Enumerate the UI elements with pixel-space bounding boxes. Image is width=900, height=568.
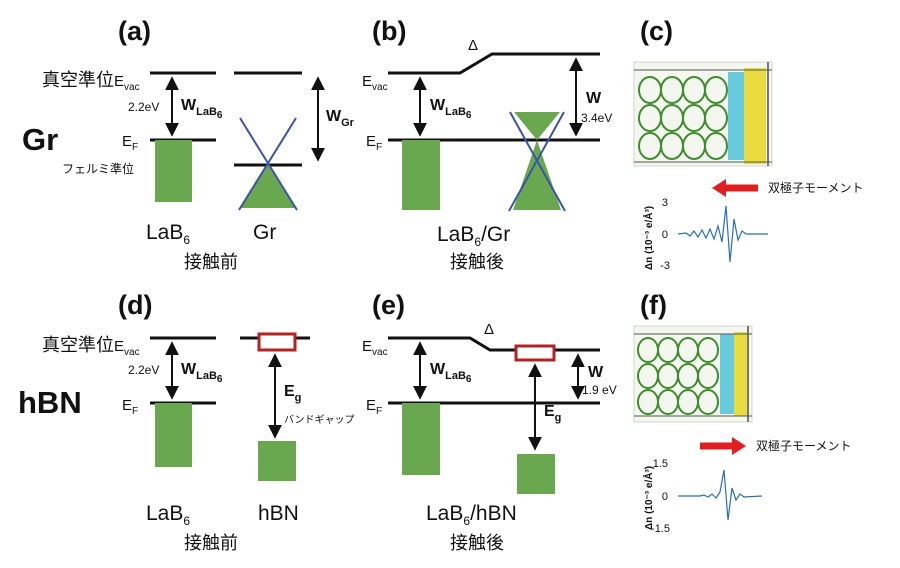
row-label-gr: Gr bbox=[22, 122, 58, 157]
fermi-level-text: フェルミ準位 bbox=[62, 161, 134, 176]
y-tick: -1.5 bbox=[651, 523, 670, 535]
panel-e: Δ Evac EF WLaB6 Eg W 1.9 eV LaB6/hBN 接触後 bbox=[362, 321, 617, 554]
e-f-symbol: EF bbox=[366, 133, 382, 153]
y-tick: 0 bbox=[662, 491, 668, 503]
panel-d: 真空準位 Evac EF 2.2eV WLaB6 Eg バンドギャップ LaB6… bbox=[42, 332, 355, 554]
gr-lower-cone bbox=[513, 140, 561, 210]
y-tick: 3 bbox=[662, 197, 668, 209]
gr-upper-cone bbox=[514, 112, 560, 140]
e-f-symbol: EF bbox=[122, 133, 138, 153]
lab6-band bbox=[402, 140, 440, 210]
panel-a: 真空準位 Evac EF フェルミ準位 2.2eV WLaB6 WGr LaB6… bbox=[42, 70, 355, 273]
panel-label-d: (d) bbox=[118, 290, 152, 320]
w-label: W bbox=[588, 364, 604, 381]
w-label: W bbox=[586, 90, 602, 107]
w-lab6-label: WLaB6 bbox=[430, 97, 472, 121]
eg-label: Eg bbox=[284, 383, 301, 404]
e-vac-symbol: Evac bbox=[114, 73, 140, 93]
dipole-moment-label: 双極子モーメント bbox=[756, 438, 852, 453]
row-label-hbn: hBN bbox=[18, 385, 82, 420]
gap-value: 2.2eV bbox=[128, 100, 159, 114]
gr-cone-line bbox=[238, 117, 297, 211]
material-lab6-gr: LaB6/Gr bbox=[437, 223, 510, 249]
after-contact-label: 接触後 bbox=[450, 252, 504, 273]
eg-label: Eg bbox=[544, 403, 561, 424]
dipole-arrow-head bbox=[732, 437, 746, 455]
lab6-lattice bbox=[637, 337, 719, 415]
before-contact-label: 接触前 bbox=[184, 252, 238, 273]
panel-label-e: (e) bbox=[372, 290, 405, 320]
e-vac-symbol: Evac bbox=[362, 73, 388, 93]
dipole-moment-label: 双極子モーメント bbox=[768, 180, 864, 195]
e-vac-symbol: Evac bbox=[362, 338, 388, 358]
material-lab6: LaB6 bbox=[146, 502, 190, 528]
e-f-symbol: EF bbox=[366, 397, 382, 417]
vacuum-level-line bbox=[388, 52, 600, 75]
hbn-valence-band bbox=[258, 441, 296, 481]
w-value: 3.4eV bbox=[581, 111, 612, 125]
gr-cone-line bbox=[508, 111, 565, 212]
hbn-conduction-band bbox=[257, 332, 297, 352]
e-f-symbol: EF bbox=[122, 397, 138, 417]
dipole-arrow-head bbox=[712, 179, 726, 197]
panel-c-structure bbox=[633, 61, 773, 167]
after-contact-label: 接触後 bbox=[450, 533, 504, 554]
charge-depletion bbox=[728, 72, 744, 160]
panel-c-plot: 3 0 -3 Δn (10⁻³ e/Å³) bbox=[642, 197, 768, 272]
hbn-valence-band bbox=[517, 454, 555, 494]
hbn-conduction-band bbox=[514, 344, 556, 362]
w-lab6-label: WLaB6 bbox=[430, 361, 472, 385]
lab6-band bbox=[155, 403, 192, 467]
lab6-band bbox=[402, 403, 440, 475]
w-gr-label: WGr bbox=[326, 108, 355, 129]
e-vac-symbol: Evac bbox=[114, 338, 140, 358]
gap-value: 2.2eV bbox=[128, 363, 159, 377]
w-value: 1.9 eV bbox=[582, 383, 617, 397]
y-axis-label: Δn (10⁻³ e/Å³) bbox=[642, 206, 655, 270]
w-lab6-label: WLaB6 bbox=[181, 97, 223, 121]
y-tick: 0 bbox=[662, 229, 668, 241]
lab6-lattice bbox=[638, 76, 728, 160]
material-lab6: LaB6 bbox=[146, 221, 190, 247]
material-gr: Gr bbox=[253, 221, 276, 244]
charge-depletion bbox=[720, 334, 734, 414]
charge-accumulation bbox=[734, 332, 748, 416]
y-axis-label: Δn (10⁻³ e/Å³) bbox=[642, 466, 655, 530]
charge-density-curve bbox=[677, 205, 768, 263]
before-contact-label: 接触前 bbox=[184, 533, 238, 554]
lab6-band bbox=[155, 140, 192, 202]
charge-density-curve bbox=[678, 469, 763, 521]
panel-f-plot: 1.5 0 -1.5 Δn (10⁻³ e/Å³) bbox=[642, 458, 763, 535]
vacuum-level-text: 真空準位 bbox=[42, 70, 114, 91]
charge-accumulation bbox=[744, 68, 766, 164]
panel-label-b: (b) bbox=[372, 16, 406, 46]
panel-label-f: (f) bbox=[640, 290, 667, 320]
panel-f-structure bbox=[633, 325, 753, 423]
panel-label-a: (a) bbox=[118, 16, 151, 46]
gr-lower-cone bbox=[241, 165, 296, 208]
vacuum-level-text: 真空準位 bbox=[42, 335, 114, 356]
delta-label: Δ bbox=[468, 37, 478, 54]
material-lab6-hbn: LaB6/hBN bbox=[426, 502, 517, 528]
bandgap-text: バンドギャップ bbox=[284, 414, 355, 426]
panel-b: Δ Evac EF WLaB6 W 3.4eV LaB6/Gr 接触後 bbox=[362, 37, 612, 273]
y-tick: 1.5 bbox=[653, 458, 668, 470]
panel-label-c: (c) bbox=[640, 16, 673, 46]
y-tick: -3 bbox=[660, 260, 670, 272]
delta-label: Δ bbox=[484, 321, 494, 338]
w-lab6-label: WLaB6 bbox=[181, 361, 223, 385]
material-hbn: hBN bbox=[258, 502, 299, 525]
